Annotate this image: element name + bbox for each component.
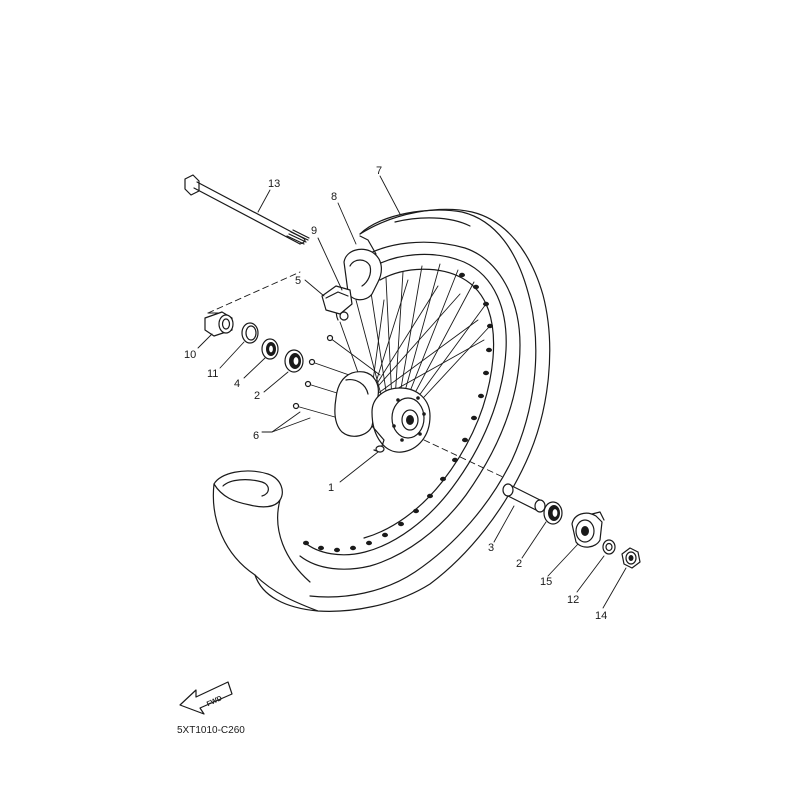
front-axle	[184, 174, 310, 245]
callout-numbers: 1 2 2 3 4 5 6 7 8 9 10 11 12 13 14 15	[184, 165, 607, 622]
collar	[204, 311, 234, 337]
diagram-code: 5XT1010-C260	[177, 725, 245, 736]
axle-nut	[621, 547, 641, 569]
bearing-left	[284, 349, 304, 373]
bearing-seal-left	[261, 338, 279, 360]
callout-10: 10	[184, 349, 196, 361]
callout-13: 13	[268, 178, 280, 190]
callout-2-left: 2	[254, 390, 260, 402]
washer	[602, 539, 616, 555]
callout-12: 12	[567, 594, 579, 606]
callout-4: 4	[234, 378, 240, 390]
callout-5: 5	[295, 275, 301, 287]
callout-14: 14	[595, 610, 607, 622]
rim-spoke-holes	[303, 272, 493, 553]
spacer-tube	[502, 483, 546, 513]
callout-9: 9	[311, 225, 317, 237]
callout-11: 11	[207, 368, 218, 380]
meter-clutch	[571, 511, 605, 548]
callout-7: 7	[376, 165, 382, 177]
bearing-right	[543, 501, 563, 525]
callout-6: 6	[253, 430, 259, 442]
leader-lines	[197, 175, 627, 609]
spokes	[292, 263, 491, 424]
oil-seal-left	[241, 322, 259, 344]
fwd-arrow-icon: FWD	[179, 681, 233, 715]
callout-3: 3	[488, 542, 494, 554]
callout-15: 15	[540, 576, 552, 588]
callout-8: 8	[331, 191, 337, 203]
rim-lock	[321, 285, 353, 321]
hub	[334, 371, 431, 453]
tire	[212, 208, 551, 612]
callout-2-right: 2	[516, 558, 522, 570]
rim	[299, 241, 521, 570]
callout-1: 1	[328, 482, 334, 494]
tube	[343, 235, 382, 301]
